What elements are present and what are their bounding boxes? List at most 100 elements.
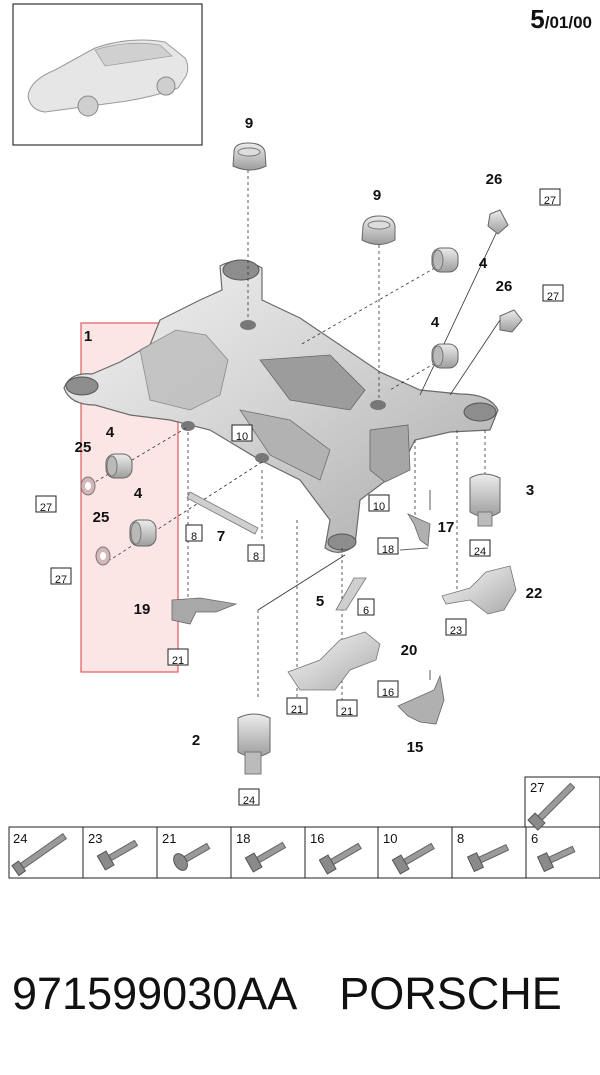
callout-5: 5	[316, 593, 324, 610]
strip-5	[335, 577, 367, 611]
boxed-ref-21: 21	[336, 699, 358, 718]
boxed-ref-21: 21	[167, 648, 189, 667]
boxed-ref-10: 10	[368, 494, 390, 513]
callout-9: 9	[373, 187, 381, 204]
clip-26-lower	[499, 309, 523, 333]
boxed-ref-label: 27	[547, 291, 559, 303]
table-cell-number: 16	[310, 831, 324, 846]
bushing-4-mid	[431, 343, 459, 369]
boxed-ref-label: 21	[172, 655, 184, 667]
bracket-17	[399, 513, 431, 551]
boxed-ref-24: 24	[238, 788, 260, 807]
boxed-ref-label: 21	[341, 706, 353, 718]
vehicle-thumbnail	[12, 3, 203, 146]
callout-7: 7	[217, 528, 225, 545]
boxed-ref-label: 8	[253, 551, 259, 563]
page-reference: 5/01/00	[530, 4, 592, 35]
callout-1: 1	[84, 328, 92, 345]
washer-25-upper	[80, 476, 96, 496]
hardware-table	[8, 776, 600, 879]
callout-26: 26	[496, 278, 513, 295]
boxed-ref-27: 27	[542, 284, 564, 303]
boxed-ref-23: 23	[445, 618, 467, 637]
table-cell-number: 24	[13, 831, 27, 846]
shield-20	[287, 631, 381, 691]
bushing-4-left-upper	[105, 453, 133, 479]
boxed-ref-6: 6	[357, 598, 375, 617]
callout-22: 22	[526, 585, 543, 602]
bolt-24-icon	[11, 833, 68, 877]
part-number: 971599030AA	[12, 968, 298, 1019]
boxed-ref-27: 27	[50, 567, 72, 586]
bushing-4-upper	[431, 247, 459, 273]
bolt-23-icon	[96, 839, 139, 871]
mount-9-right	[361, 215, 396, 245]
page-ref-suffix: /01/00	[544, 13, 592, 32]
callout-4: 4	[134, 485, 143, 502]
table-cell-number: 10	[383, 831, 397, 846]
boxed-ref-27: 27	[35, 495, 57, 514]
callout-2: 2	[192, 732, 200, 749]
boxed-ref-label: 27	[544, 195, 556, 207]
boxed-ref-21: 21	[286, 697, 308, 716]
boxed-ref-16: 16	[377, 680, 399, 699]
boxed-ref-label: 16	[382, 687, 394, 699]
rod-7	[186, 491, 259, 535]
boxed-ref-label: 6	[363, 605, 369, 617]
callout-25: 25	[75, 439, 92, 456]
callout-25: 25	[93, 509, 110, 526]
bolt-27-icon	[527, 782, 576, 831]
mount-9-left	[232, 142, 267, 171]
boxed-ref-10: 10	[231, 424, 253, 443]
bolt-8-icon	[466, 843, 510, 873]
mount-2	[237, 713, 271, 775]
footer: 971599030AA PORSCHE	[12, 968, 592, 1020]
washer-25-lower	[95, 546, 111, 566]
boxed-ref-18: 18	[377, 537, 399, 556]
boxed-ref-label: 24	[474, 546, 486, 558]
callout-4: 4	[106, 424, 115, 441]
boxed-ref-8: 8	[247, 544, 265, 563]
table-cell-number: 23	[88, 831, 102, 846]
boxed-ref-24: 24	[469, 539, 491, 558]
bolt-16-icon	[318, 842, 362, 875]
page-ref-main: 5	[530, 4, 545, 34]
boxed-ref-label: 10	[236, 431, 248, 443]
table-cell-number: 21	[162, 831, 176, 846]
mount-3	[469, 473, 501, 527]
callout-9: 9	[245, 115, 253, 132]
bolt-6-icon	[536, 845, 576, 873]
boxed-ref-label: 24	[243, 795, 255, 807]
bracket-19	[171, 597, 238, 625]
table-cell-number: 8	[457, 831, 464, 846]
table-cell-number: 6	[531, 831, 538, 846]
bolt-10-icon	[391, 842, 435, 875]
boxed-ref-label: 27	[40, 502, 52, 514]
brand-name: PORSCHE	[339, 968, 562, 1019]
bolt-18-icon	[244, 841, 287, 873]
boxed-ref-label: 23	[450, 625, 462, 637]
boxed-ref-label: 21	[291, 704, 303, 716]
callout-3: 3	[526, 482, 534, 499]
bushing-4-left-lower	[129, 519, 157, 547]
callout-4: 4	[479, 255, 488, 272]
callout-26: 26	[486, 171, 503, 188]
clip-26-upper	[487, 209, 509, 235]
table-top-number: 27	[530, 780, 544, 795]
subframe-crossmember	[63, 259, 499, 553]
boxed-ref-27: 27	[539, 188, 561, 207]
boxed-ref-8: 8	[185, 524, 203, 543]
boxed-ref-label: 27	[55, 574, 67, 586]
bolt-21-icon	[173, 842, 211, 871]
callout-4: 4	[431, 314, 440, 331]
boxed-ref-label: 8	[191, 531, 197, 543]
callout-20: 20	[401, 642, 418, 659]
guard-22	[441, 565, 517, 615]
callout-19: 19	[134, 601, 151, 618]
callout-15: 15	[407, 739, 424, 756]
